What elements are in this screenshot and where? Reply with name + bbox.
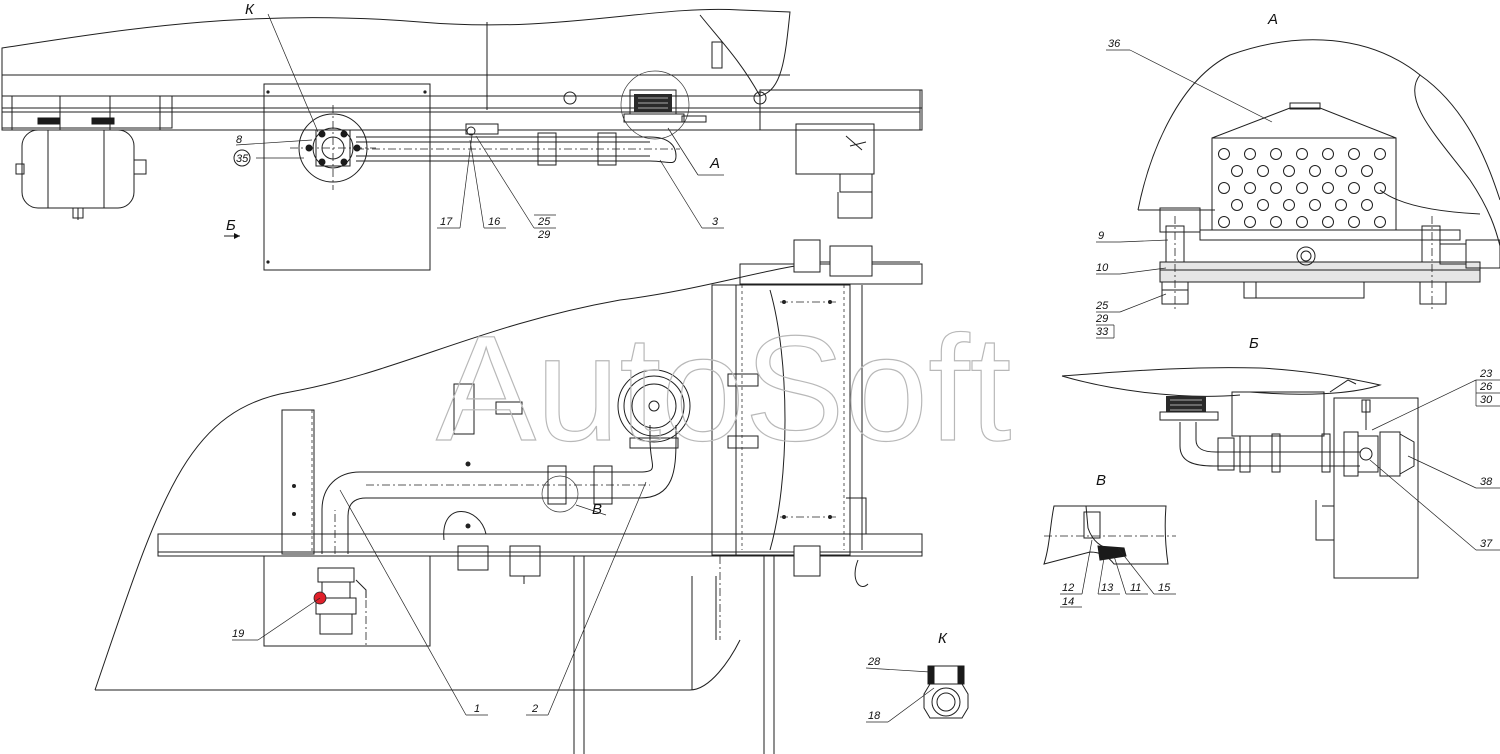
callout-30: 30 [1480, 394, 1493, 406]
perforation-holes [1218, 148, 1386, 228]
callout-38: 38 [1480, 476, 1493, 488]
view-a-title: А [1267, 11, 1278, 28]
perforation-hole [1270, 216, 1282, 228]
perforation-hole [1231, 199, 1243, 211]
view-v-callouts: 12 14 13 11 15 [1062, 582, 1171, 608]
view-b-marker: Б [226, 217, 236, 234]
perforation-hole [1296, 216, 1308, 228]
view-a-marker: А [709, 155, 720, 172]
callout-12: 12 [1062, 582, 1074, 594]
perforation-hole [1244, 182, 1256, 194]
callout-13: 13 [1101, 582, 1114, 594]
strainer-mesh-icon [1166, 396, 1206, 412]
perforation-hole [1361, 165, 1373, 177]
perforation-hole [1335, 165, 1347, 177]
perforation-hole [1218, 148, 1230, 160]
strainer-mesh-icon [634, 94, 672, 112]
callout-14: 14 [1062, 596, 1074, 608]
perforation-hole [1335, 199, 1347, 211]
callout-2: 2 [531, 703, 538, 715]
view-titles: К В Б А К Б А В [226, 1, 1278, 647]
callout-28: 28 [867, 656, 881, 668]
callout-16: 16 [488, 216, 501, 228]
perforation-hole [1296, 182, 1308, 194]
callout-35: 35 [236, 153, 249, 165]
top-view [1, 8, 923, 271]
perforation-hole [1244, 148, 1256, 160]
callout-25: 25 [537, 216, 551, 228]
callout-23: 23 [1479, 368, 1493, 380]
perforation-hole [1374, 216, 1386, 228]
view-b-callouts: 23 26 30 38 37 [1479, 368, 1493, 550]
perforation-hole [1218, 216, 1230, 228]
callout-26: 26 [1479, 381, 1493, 393]
view-k-marker: К [245, 1, 255, 18]
callout-3: 3 [712, 216, 719, 228]
perforation-hole [1348, 182, 1360, 194]
view-a-callouts: 36 9 10 25 29 33 [1095, 38, 1121, 338]
callout-19: 19 [232, 628, 244, 640]
callout-33: 33 [1096, 326, 1109, 338]
view-v [1043, 505, 1176, 565]
perforation-hole [1244, 216, 1256, 228]
view-v-title: В [1096, 472, 1106, 489]
watermark: AutoSoft [436, 304, 1011, 472]
perforation-hole [1270, 182, 1282, 194]
callout-15: 15 [1158, 582, 1171, 594]
perforation-hole [1361, 199, 1373, 211]
perforation-hole [1348, 216, 1360, 228]
callout-25a: 25 [1095, 300, 1109, 312]
callout-36: 36 [1108, 38, 1121, 50]
callout-37: 37 [1480, 538, 1493, 550]
callout-29: 29 [537, 229, 550, 241]
perforation-hole [1257, 165, 1269, 177]
perforation-hole [1270, 148, 1282, 160]
callout-10: 10 [1096, 262, 1109, 274]
perforation-hole [1218, 182, 1230, 194]
callout-8: 8 [236, 134, 243, 146]
side-view [94, 239, 923, 754]
view-k-callouts: 28 18 [867, 656, 881, 722]
view-k [923, 665, 969, 719]
perforation-hole [1374, 182, 1386, 194]
view-b [1061, 367, 1419, 579]
view-a [1137, 39, 1500, 312]
callout-17: 17 [440, 216, 453, 228]
view-b-title: Б [1249, 335, 1259, 352]
perforation-hole [1309, 199, 1321, 211]
callout-18: 18 [868, 710, 881, 722]
perforation-hole [1322, 148, 1334, 160]
callout-9: 9 [1098, 230, 1104, 242]
perforation-hole [1296, 148, 1308, 160]
perforation-hole [1309, 165, 1321, 177]
callout-29a: 29 [1095, 313, 1108, 325]
perforation-hole [1283, 165, 1295, 177]
callout-11: 11 [1130, 582, 1141, 594]
perforation-hole [1257, 199, 1269, 211]
perforation-hole [1231, 165, 1243, 177]
callout-1: 1 [474, 703, 480, 715]
perforation-hole [1348, 148, 1360, 160]
perforation-hole [1374, 148, 1386, 160]
perforation-hole [1283, 199, 1295, 211]
view-k-title: К [938, 630, 948, 647]
perforation-hole [1322, 182, 1334, 194]
main-callouts: 8 35 17 16 25 29 3 19 1 2 [232, 134, 719, 715]
perforation-hole [1322, 216, 1334, 228]
view-v-marker: В [592, 501, 602, 518]
leader-lines [232, 13, 1500, 723]
